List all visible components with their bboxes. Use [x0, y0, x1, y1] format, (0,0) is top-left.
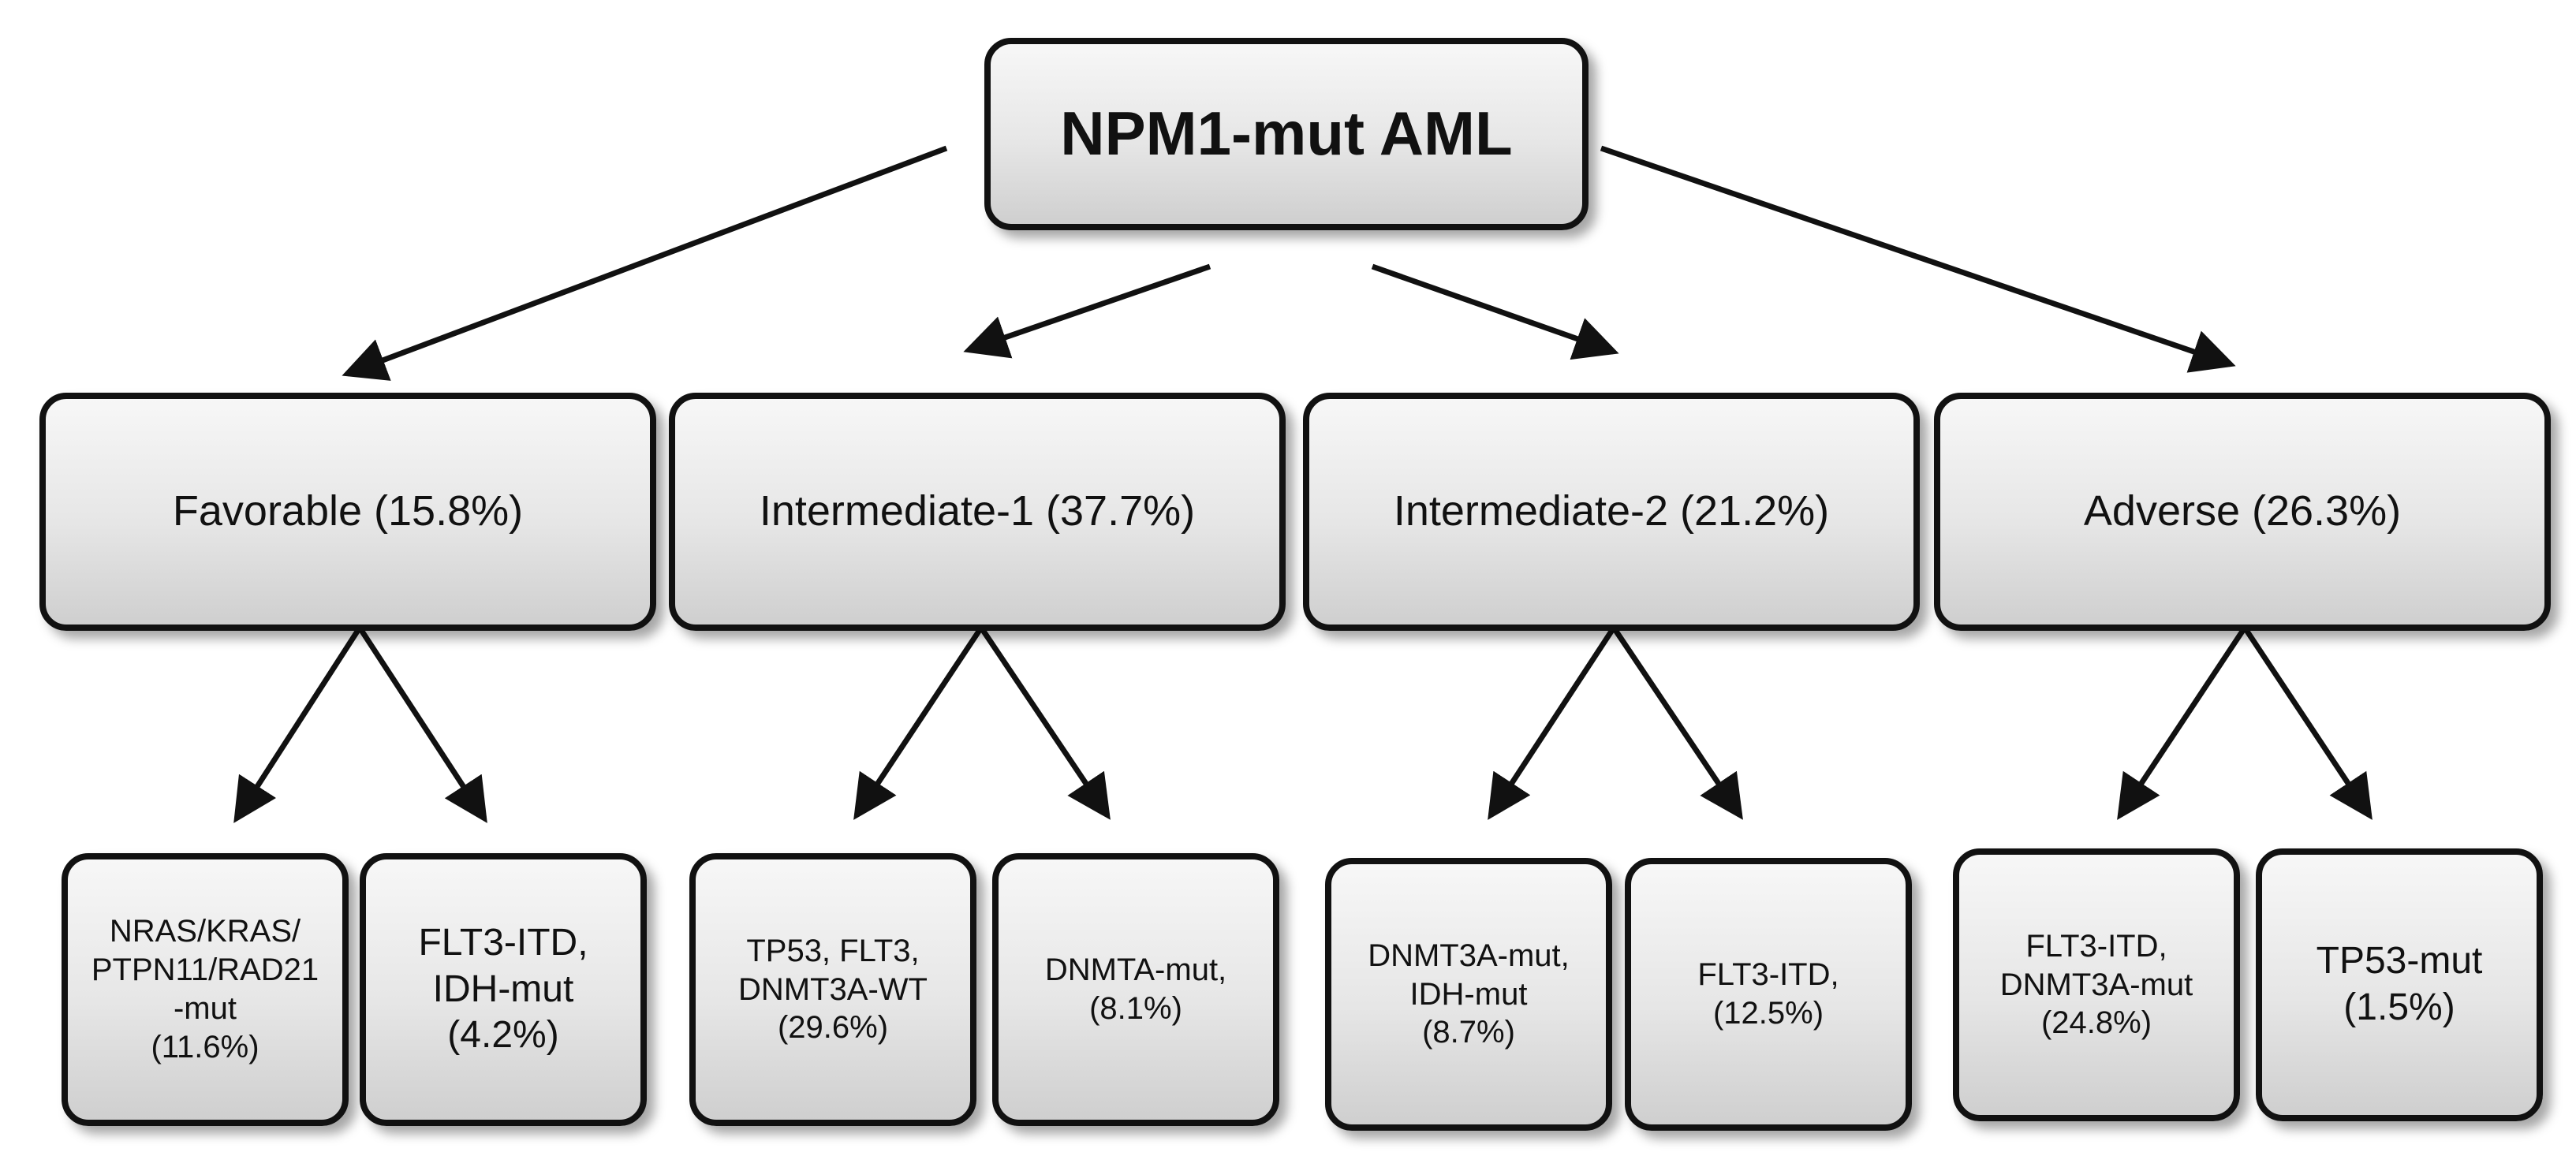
root-node-label: NPM1-mut AML — [1060, 99, 1513, 169]
leaf-label: NRAS/KRAS/ PTPN11/RAD21 -mut (11.6%) — [91, 914, 319, 1064]
category-node-favorable: Favorable (15.8%) — [39, 393, 656, 631]
leaf-label: DNMT3A-mut, IDH-mut (8.7%) — [1368, 938, 1570, 1050]
leaf-label: FLT3-ITD, IDH-mut (4.2%) — [418, 922, 588, 1057]
arrow-root-to-intermediate-1 — [963, 263, 1211, 359]
arrow-root-to-intermediate-2 — [1371, 263, 1619, 360]
arrow-intermediate-2-to-leaf-1 — [1488, 626, 1616, 820]
leaf-node-flt3-itd: FLT3-ITD, (12.5%) — [1625, 858, 1912, 1131]
leaf-node-dnmta-mut: DNMTA-mut, (8.1%) — [992, 853, 1279, 1126]
leaf-node-nras-kras-ptpn11-rad21: NRAS/KRAS/ PTPN11/RAD21 -mut (11.6%) — [62, 853, 349, 1126]
arrow-adverse-to-leaf-1 — [2117, 626, 2247, 820]
root-node-npm1-mut-aml: NPM1-mut AML — [984, 38, 1589, 230]
category-node-intermediate-2: Intermediate-2 (21.2%) — [1303, 393, 1920, 631]
leaf-node-tp53-mut: TP53-mut (1.5%) — [2256, 848, 2543, 1121]
leaf-label: TP53-mut (1.5%) — [2316, 940, 2483, 1028]
leaf-label: DNMTA-mut, (8.1%) — [1044, 953, 1227, 1026]
category-node-adverse: Adverse (26.3%) — [1934, 393, 2551, 631]
category-label-intermediate-1: Intermediate-1 (37.7%) — [759, 487, 1196, 535]
leaf-node-flt3-itd-dnmt3a-mut: FLT3-ITD, DNMT3A-mut (24.8%) — [1953, 848, 2240, 1121]
category-label-intermediate-2: Intermediate-2 (21.2%) — [1393, 487, 1830, 535]
leaf-node-tp53-flt3-dnmt3a-wt: TP53, FLT3, DNMT3A-WT (29.6%) — [689, 853, 976, 1126]
arrow-favorable-to-leaf-1 — [233, 626, 362, 823]
arrow-adverse-to-leaf-2 — [2242, 626, 2373, 820]
arrow-root-to-adverse — [1600, 145, 2236, 373]
leaf-label: FLT3-ITD, DNMT3A-mut (24.8%) — [1999, 928, 2193, 1041]
arrow-root-to-favorable — [342, 145, 948, 381]
arrow-intermediate-1-to-leaf-2 — [979, 626, 1111, 820]
arrow-intermediate-2-to-leaf-2 — [1611, 626, 1743, 820]
leaf-node-dnmt3a-mut-idh-mut: DNMT3A-mut, IDH-mut (8.7%) — [1325, 858, 1612, 1131]
arrow-favorable-to-leaf-2 — [357, 626, 487, 823]
leaf-node-flt3-itd-idh-mut: FLT3-ITD, IDH-mut (4.2%) — [360, 853, 647, 1126]
category-node-intermediate-1: Intermediate-1 (37.7%) — [669, 393, 1286, 631]
leaf-label: TP53, FLT3, DNMT3A-WT (29.6%) — [738, 933, 928, 1046]
arrow-intermediate-1-to-leaf-1 — [853, 626, 984, 820]
leaf-label: FLT3-ITD, (12.5%) — [1697, 957, 1839, 1031]
category-label-favorable: Favorable (15.8%) — [172, 487, 524, 535]
category-label-adverse: Adverse (26.3%) — [2083, 487, 2402, 535]
